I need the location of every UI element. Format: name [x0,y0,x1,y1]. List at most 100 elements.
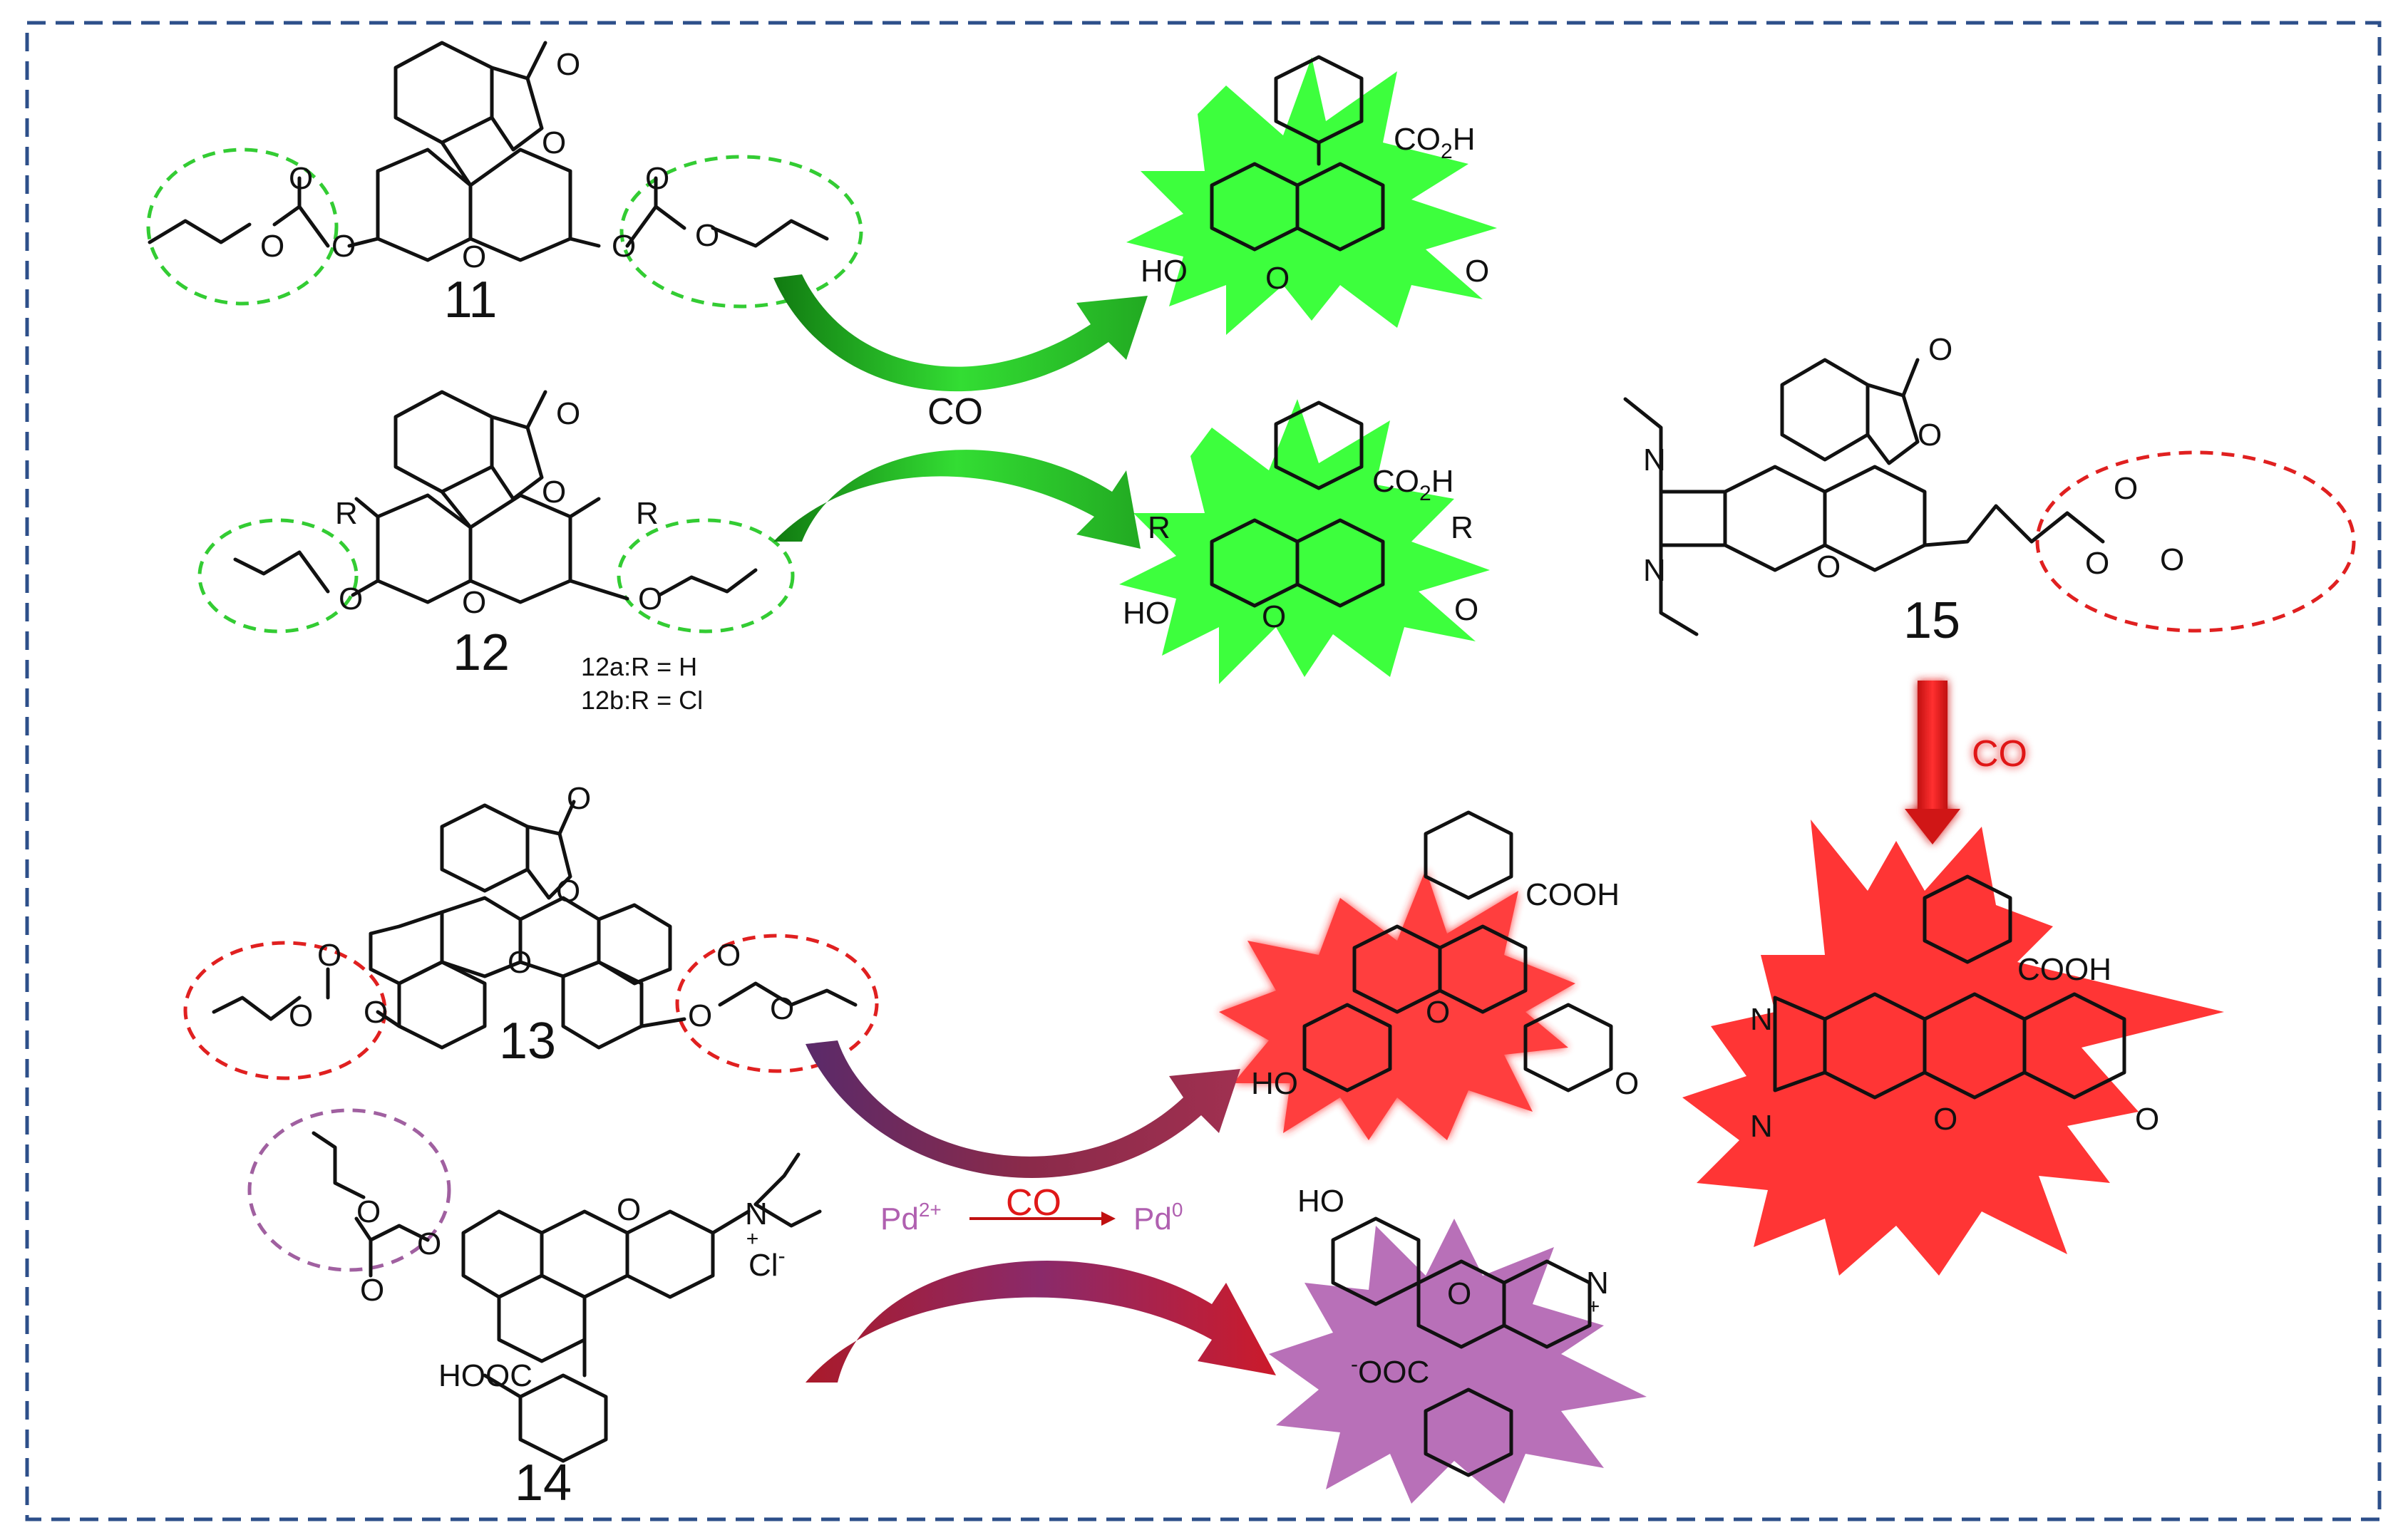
atom-cl-14-symbol: Cl [748,1248,778,1283]
reagent-pd-from: Pd2+ [880,1199,942,1236]
atom-o-11-carbonyl: O [556,47,580,82]
green-burst-middle [1119,399,1490,684]
purple-red-curved-arrow-bottom [806,1260,1276,1383]
atom-o-product-13-keto: O [1615,1066,1639,1101]
structure-13 [212,800,858,1050]
pd-to-charge: 0 [1172,1199,1183,1221]
atom-r-12-right: R [636,496,659,531]
purple-burst-14 [1269,1219,1647,1504]
ooc-14-text: OOC [1358,1355,1429,1390]
atom-o-product-15-ring: O [1933,1102,1957,1137]
atom-o-product-11-ring: O [1265,261,1290,296]
atom-o-product-14-ring: O [1447,1276,1471,1311]
atom-o-product-13-ring: O [1426,995,1450,1030]
pd-arrow-head [1101,1211,1116,1226]
frame-border [25,21,2382,1521]
red-down-arrow-15 [1905,681,1960,844]
atom-co2h-product-11: CO2H [1394,122,1475,163]
atom-o-15-xanthene: O [1816,549,1841,584]
atom-n-product-14: N+ [1586,1266,1609,1318]
atom-n-15-bottom: N [1643,553,1666,588]
atom-n-product-14-symbol: N [1586,1266,1609,1301]
atom-o-15-carbonyl: O [1928,332,1952,367]
product-structure-13 [1302,810,1613,1092]
atom-r-product-12-right: R [1451,510,1473,545]
reagent-co-green: CO [927,391,983,433]
atom-o-12-xanthene: O [462,585,486,620]
atom-ho-product-12: HO [1123,596,1170,631]
atom-o-12-right: O [638,582,662,616]
atom-n-14: N+ [745,1197,768,1251]
atom-cl-14: Cl- [748,1244,786,1283]
atom-o-12-lactone: O [542,475,566,510]
label-compound-14: 14 [515,1454,572,1511]
green-circle-11-right [619,155,863,309]
red-circle-15 [2035,450,2356,633]
green-circle-12-left [197,518,359,634]
atom-o-15-lactone: O [1918,418,1942,453]
ooc-14-charge: - [1351,1353,1358,1376]
red-burst-15 [1682,820,2224,1276]
red-circle-13-right [675,934,879,1073]
atom-ho-product-11: HO [1141,254,1188,289]
reagent-co-bottom: CO [1006,1182,1061,1224]
co2h-12-h: H [1431,464,1454,499]
pd-to-text: Pd [1133,1201,1172,1236]
atom-o-13-right-3: O [770,991,794,1026]
atom-o-14-1: O [356,1194,381,1229]
atom-n-14-charge: + [746,1227,759,1251]
label-compound-15: 15 [1903,592,1960,649]
atom-o-11-xanthene: O [462,239,486,274]
atom-cooh-product-13: COOH [1525,877,1620,912]
atom-o-15-ester-3: O [2160,542,2184,577]
product-structure-12 [1210,400,1385,608]
atom-o-14-2: O [360,1273,384,1308]
atom-co2h-product-12: CO2H [1372,464,1453,505]
atom-n-15-top: N [1643,443,1666,477]
atom-o-13-right-2: O [716,938,741,973]
atom-cooh-product-15: COOH [2017,952,2111,987]
product-structure-11 [1210,55,1385,252]
co2h-12-co: CO [1372,464,1419,499]
purple-red-curved-arrow-top [806,1040,1240,1178]
label-compound-11: 11 [444,272,498,329]
green-curved-arrow-top [773,274,1148,392]
atom-o-14-xanthene: O [617,1192,641,1227]
atom-hooc-14: HOOC [438,1358,532,1393]
atom-n-product-14-charge: + [1588,1295,1600,1318]
atom-o-11-right-3: O [695,218,719,253]
green-curved-arrow-bottom [773,450,1141,549]
structure-14 [312,1131,822,1463]
atom-cl-14-charge: - [778,1244,786,1268]
atom-o-13-left-2: O [317,938,341,973]
atom-o-product-12-keto: O [1454,592,1478,627]
atom-o-product-15-keto: O [2135,1102,2159,1137]
purple-circle-14 [247,1108,451,1272]
co2h-12-sub: 2 [1419,482,1431,505]
atom-o-11-left-2: O [289,161,313,196]
atom-o-13-xanthene: O [508,945,532,980]
pd-from-text: Pd [880,1201,919,1236]
structure-12 [233,390,758,604]
green-burst-top [1126,57,1497,335]
atom-r-12-left: R [335,496,358,531]
green-circle-12-right [617,518,795,634]
label-12b: 12b:R = Cl [581,686,703,715]
structure-15 [1623,358,2105,636]
label-compound-12: 12 [453,624,510,681]
atom-n-product-15-top: N [1750,1002,1773,1037]
atom-r-product-12-left: R [1148,510,1170,545]
atom-n-product-15-bottom: N [1750,1109,1773,1144]
label-12a: 12a:R = H [581,652,697,681]
product-structure-15 [1773,874,2126,1100]
atom-o-11-right-1: O [612,229,636,264]
atom-o-13-carbonyl: O [567,781,591,816]
co2h-11-sub: 2 [1441,140,1453,163]
atom-ho-product-13: HO [1251,1066,1298,1101]
structure-11 [148,41,829,262]
atom-o-14-3: O [417,1226,441,1261]
atom-o-13-right-1: O [688,998,712,1033]
atom-o-product-12-ring: O [1262,599,1286,634]
co2h-11-co: CO [1394,122,1441,157]
